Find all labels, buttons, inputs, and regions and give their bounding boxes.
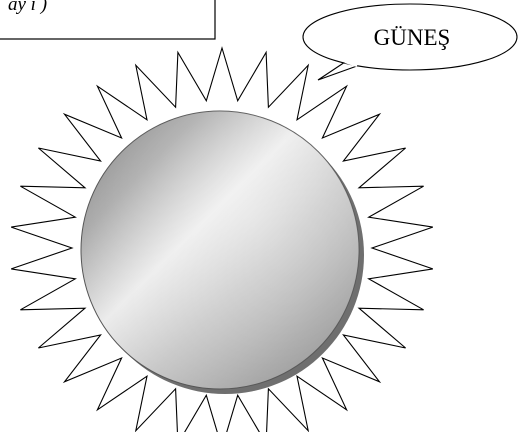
sun-disc-highlight [81, 111, 359, 389]
text-box-text: ay ı ) [8, 0, 47, 15]
speech-bubble: GÜNEŞ [303, 4, 517, 80]
text-box: ay ı ) [0, 0, 215, 39]
speech-bubble-text: GÜNEŞ [374, 25, 451, 50]
